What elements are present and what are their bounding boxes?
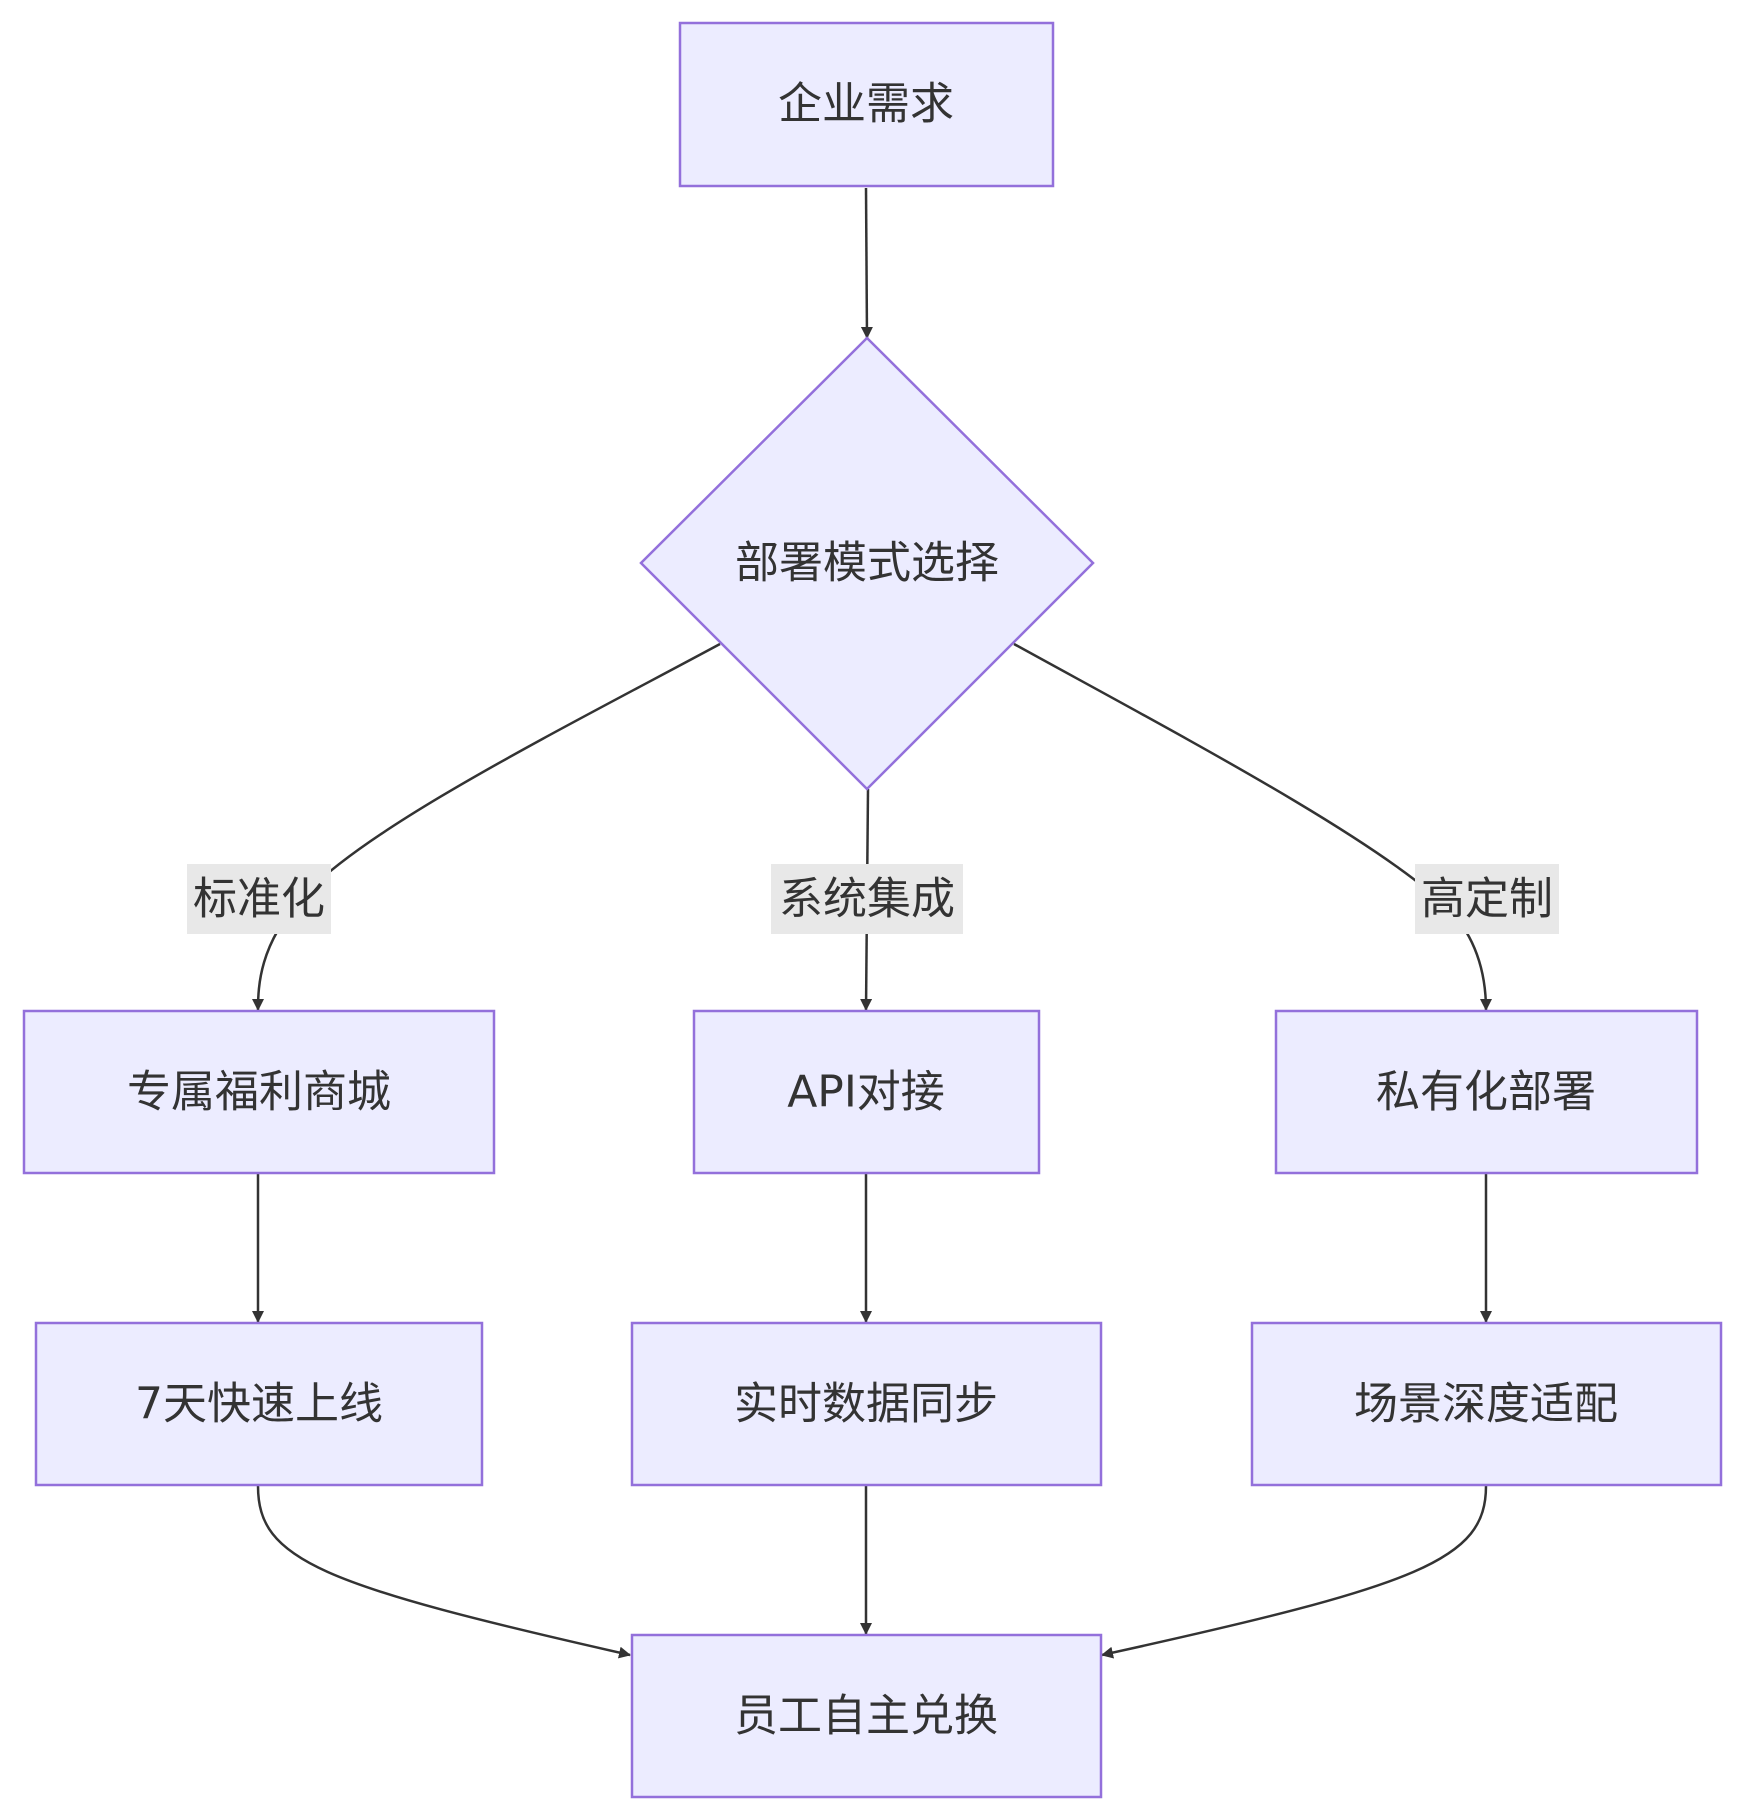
- node-demand-label: 企业需求: [778, 79, 954, 130]
- edge-label-integration-text: 系统集成: [779, 874, 955, 925]
- node-launch-label: 7天快速上线: [135, 1379, 383, 1430]
- node-decision-label: 部署模式选择: [735, 538, 999, 589]
- node-scene: 场景深度适配: [1250, 1321, 1723, 1487]
- edge-decision-to-mall: [252, 642, 721, 1011]
- node-redeem-label: 员工自主兑换: [734, 1691, 998, 1742]
- node-decision: 部署模式选择: [639, 336, 1095, 791]
- node-private: 私有化部署: [1274, 1009, 1699, 1175]
- edge-label-standard-text: 标准化: [193, 874, 325, 925]
- node-private-label: 私有化部署: [1376, 1067, 1596, 1118]
- edge-label-custom-text: 高定制: [1421, 874, 1553, 925]
- node-scene-label: 场景深度适配: [1354, 1379, 1618, 1430]
- node-sync-label: 实时数据同步: [734, 1379, 998, 1430]
- node-mall: 专属福利商城: [22, 1009, 496, 1175]
- node-mall-label: 专属福利商城: [127, 1067, 391, 1118]
- node-api: API对接: [692, 1009, 1041, 1175]
- edge-launch-to-redeem: [256, 1485, 631, 1659]
- edge-scene-to-redeem: [1101, 1485, 1488, 1659]
- node-launch: 7天快速上线: [34, 1321, 484, 1487]
- node-sync: 实时数据同步: [630, 1321, 1103, 1487]
- node-api-label: API对接: [787, 1067, 945, 1118]
- node-demand: 企业需求: [678, 21, 1055, 188]
- edge-decision-to-private: [1013, 642, 1492, 1011]
- edge-demand-to-decision: [860, 187, 873, 339]
- edge-label-integration: 系统集成: [771, 864, 963, 934]
- edge-label-standard: 标准化: [187, 864, 331, 934]
- node-redeem: 员工自主兑换: [630, 1633, 1103, 1799]
- edge-label-custom: 高定制: [1415, 864, 1559, 934]
